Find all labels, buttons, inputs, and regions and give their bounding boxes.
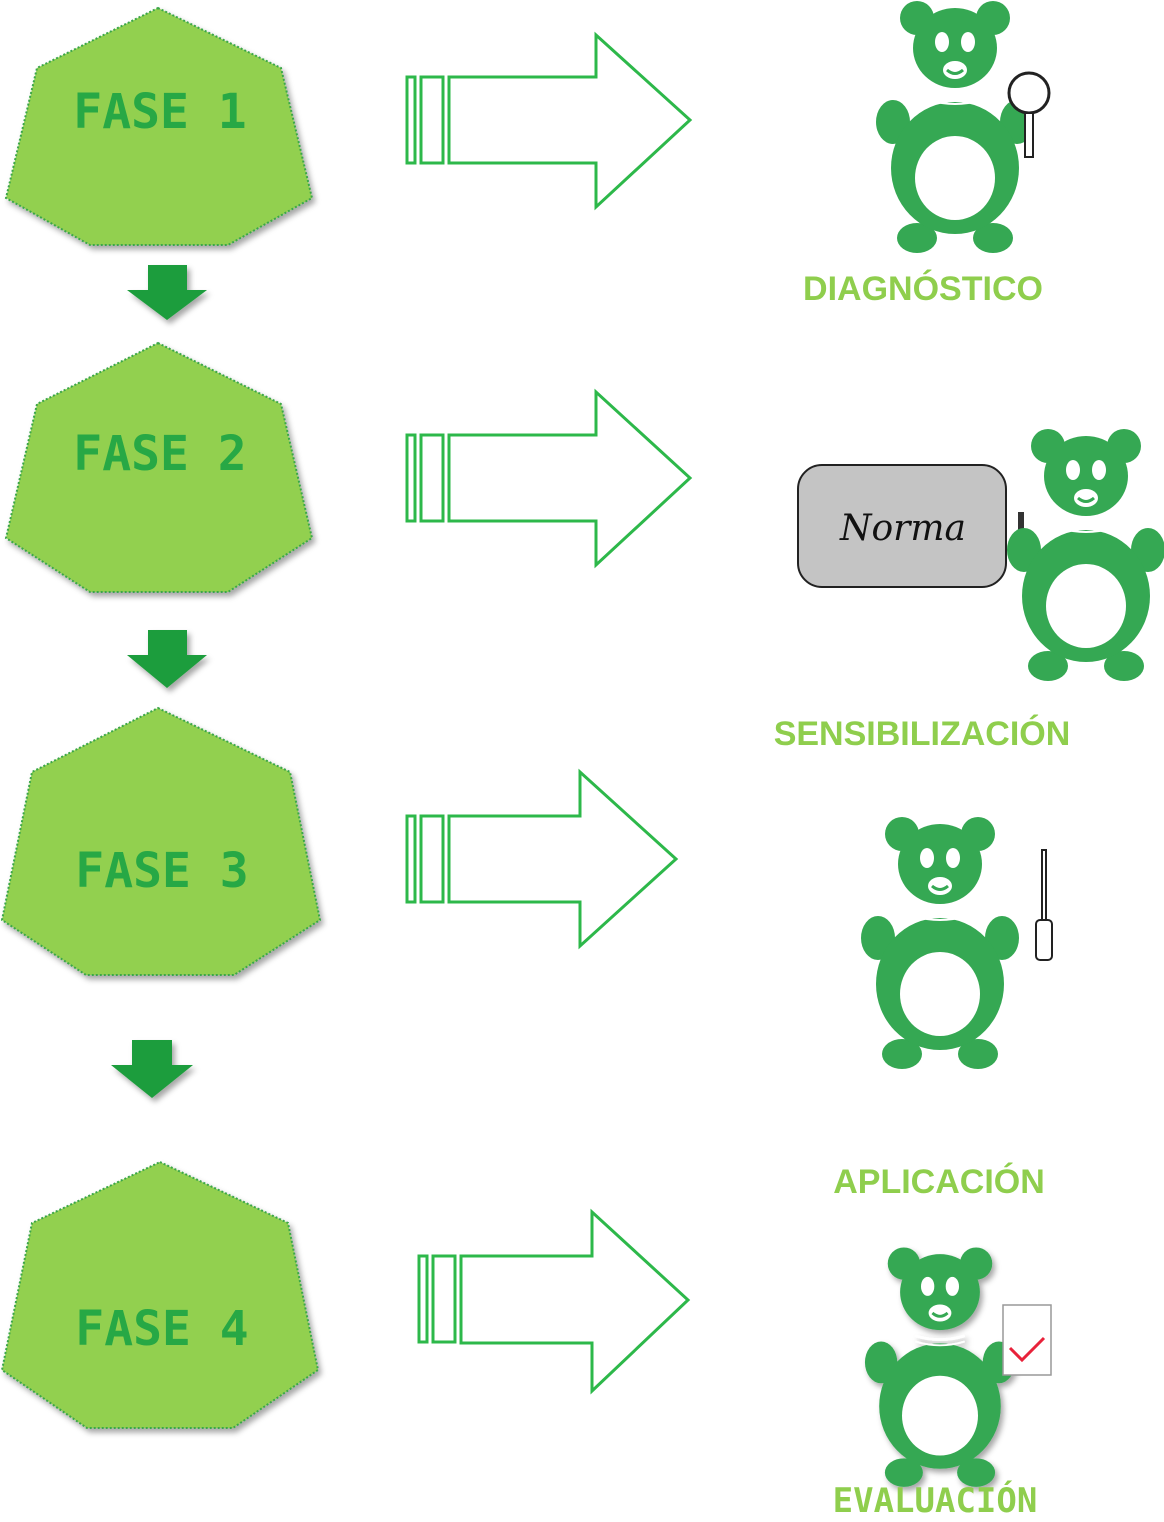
phase-3-node: FASE 3: [0, 706, 322, 976]
phase-4-result-label: EVALUACIÓN: [833, 1480, 1038, 1521]
phase-3-heptagon: [0, 706, 322, 976]
down-arrow-2: [127, 630, 207, 688]
bear-sign-icon: [1005, 427, 1164, 683]
phase-4-label: FASE 4: [75, 1301, 248, 1357]
phase-4-heptagon: [0, 1160, 320, 1429]
bear-checkbox-icon: [863, 1246, 1017, 1489]
phase-1-label: FASE 1: [73, 84, 246, 140]
phase-2-node: FASE 2: [4, 341, 314, 593]
phase-2-label: FASE 2: [73, 426, 246, 482]
down-arrow-1: [127, 265, 207, 320]
phase-3-right-arrow: [405, 768, 679, 950]
phase-1-right-arrow: [405, 31, 693, 211]
phase-2-heptagon: [4, 341, 314, 593]
down-arrow-3: [111, 1040, 193, 1098]
checkbox-icon: [1002, 1304, 1052, 1376]
phase-1-node: FASE 1: [4, 6, 314, 246]
norma-sign-text: Norma: [839, 508, 966, 549]
phase-4-node: FASE 4: [0, 1160, 320, 1429]
bear-magnifier-icon: [874, 0, 1051, 255]
phase-3-result-label: APLICACIÓN: [833, 1163, 1045, 1201]
phase-1-heptagon: [4, 6, 314, 246]
phase-1-result-label: DIAGNÓSTICO: [803, 270, 1043, 308]
bear-screwdriver-icon: [859, 815, 1053, 1071]
phase-2-result-label: SENSIBILIZACIÓN: [774, 715, 1071, 753]
phase-4-right-arrow: [417, 1208, 691, 1395]
phase-2-right-arrow: [405, 388, 693, 569]
phase-3-label: FASE 3: [75, 843, 248, 899]
norma-sign: Norma: [797, 464, 1024, 588]
